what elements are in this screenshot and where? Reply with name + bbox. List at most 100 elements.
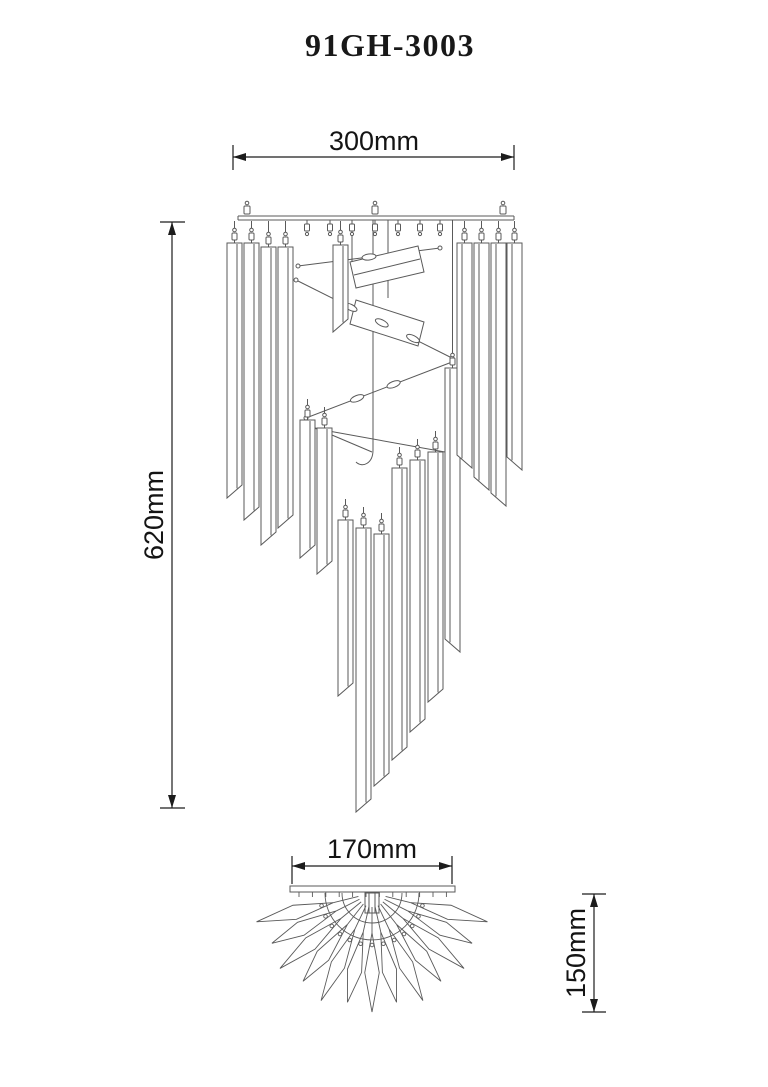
hanger-pin — [338, 229, 343, 235]
bar-hanger-clip — [327, 223, 333, 232]
hanger-pin — [450, 352, 455, 358]
hanger-pin — [496, 227, 501, 233]
crystal-strip — [355, 527, 372, 814]
bottom-width-dimension-label: 170mm — [327, 834, 417, 864]
hanger-clip — [461, 232, 468, 241]
fan-pin — [337, 931, 343, 937]
crystal-strip — [444, 367, 461, 654]
crystal-strip — [391, 467, 408, 762]
fan-inner-arc — [324, 892, 420, 941]
bottom-view-crystal-fan — [256, 892, 488, 1013]
fan-pin — [416, 914, 421, 919]
hanger-clip — [342, 509, 349, 518]
hanger-pin — [397, 452, 402, 458]
crystal-petal — [256, 902, 334, 923]
fan-spoke — [354, 905, 367, 930]
hanger-pin — [232, 227, 237, 233]
crystal-petal — [402, 917, 465, 969]
crystal-strip — [409, 459, 426, 734]
crystal-strip — [456, 242, 473, 470]
dimension-front-height: 620mm — [139, 221, 185, 809]
dimension-bottom-width: 170mm — [291, 834, 453, 884]
crystal-petal — [410, 902, 488, 923]
hanger-clip — [414, 449, 421, 458]
crystal-strip — [277, 246, 294, 530]
fan-pin — [391, 937, 397, 943]
crystal-strip — [332, 244, 349, 334]
crystal-petal — [388, 928, 424, 1001]
crystal-strip — [490, 242, 507, 508]
front-view-spiral-frame — [293, 220, 455, 466]
crystal-petal — [407, 910, 473, 944]
fan-spoke — [377, 905, 390, 930]
bar-hanger-pin — [437, 231, 443, 237]
fan-pin — [323, 914, 328, 919]
crystal-strip — [260, 246, 277, 547]
crystal-strip — [506, 242, 523, 472]
bar-hanger-pin — [372, 231, 378, 237]
hanger-pin — [415, 444, 420, 450]
fan-spoke — [385, 895, 411, 904]
front-width-dimension-label: 300mm — [329, 126, 419, 156]
front-view-crystal-strips — [226, 220, 523, 814]
hanger-clip — [449, 357, 456, 366]
crystal-petal — [279, 917, 342, 969]
hanger-pin — [462, 227, 467, 233]
crystal-strip — [337, 519, 354, 698]
hanger-pin — [266, 231, 271, 237]
fan-spoke — [347, 903, 364, 925]
hanger-clip — [248, 232, 255, 241]
crystal-strip — [373, 533, 390, 788]
bar-hanger-clip — [349, 223, 355, 232]
bar-hanger-pin — [304, 231, 310, 237]
crystal-strip — [226, 242, 243, 500]
front-height-dimension-label: 620mm — [139, 470, 169, 560]
bar-hanger-clip — [437, 223, 443, 232]
bar-hanger-clip — [372, 223, 378, 232]
crystal-strip — [243, 242, 260, 522]
crystal-petal — [271, 910, 337, 944]
fan-pin — [420, 903, 425, 908]
front-view-ceiling-bar — [237, 200, 515, 221]
fan-spoke — [384, 898, 408, 912]
fan-spoke — [374, 906, 382, 933]
fan-spoke — [336, 898, 360, 912]
crystal-petal — [302, 924, 348, 982]
crystal-strip — [316, 427, 333, 576]
hanger-clip — [360, 517, 367, 526]
fan-pin — [369, 942, 375, 948]
fan-pin — [381, 941, 386, 946]
crystal-petal — [364, 932, 380, 1013]
bar-hanger-clip — [395, 223, 401, 232]
hanger-pin — [305, 404, 310, 410]
fan-spoke — [380, 903, 397, 925]
fan-pin — [347, 937, 353, 943]
hanger-pin — [249, 227, 254, 233]
hanger-pin — [283, 231, 288, 237]
hanger-clip — [282, 236, 289, 245]
fan-pin — [409, 923, 415, 929]
fan-spoke — [340, 901, 362, 919]
crystal-petal — [320, 928, 356, 1001]
bar-hanger-pin — [349, 231, 355, 237]
bar-hanger-clip — [417, 223, 423, 232]
bar-hanger-pin — [327, 231, 333, 237]
hanger-pin — [361, 512, 366, 518]
hanger-clip — [337, 234, 344, 243]
fan-pin — [358, 941, 363, 946]
crystal-petal — [346, 931, 364, 1003]
bottom-height-dimension-label: 150mm — [561, 908, 591, 998]
hanger-clip — [321, 417, 328, 426]
hanger-clip — [265, 236, 272, 245]
fan-inner-arc — [341, 892, 403, 924]
hanger-pin — [512, 227, 517, 233]
hanger-pin — [343, 504, 348, 510]
hanger-pin — [379, 518, 384, 524]
fan-pin — [401, 931, 407, 937]
dimension-front-width: 300mm — [232, 126, 515, 170]
hanger-pin — [433, 436, 438, 442]
dimension-bottom-height: 150mm — [561, 893, 606, 1013]
fan-pin — [319, 903, 324, 908]
hanger-clip — [378, 523, 385, 532]
